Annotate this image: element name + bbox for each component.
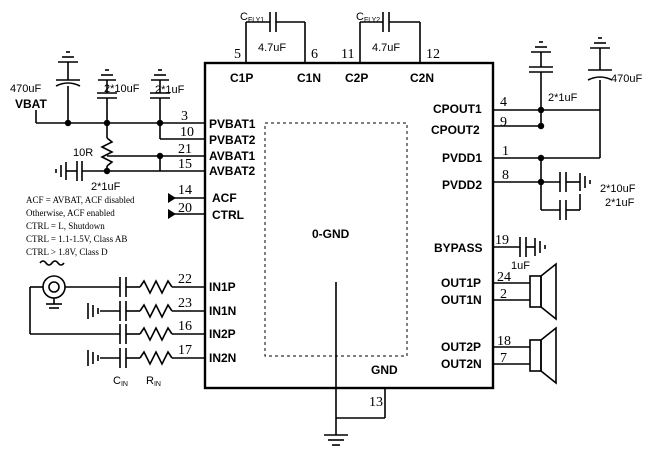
speaker-2: [493, 326, 557, 385]
cap-2x10uf-value: 2*10uF: [104, 83, 140, 95]
vbat-label: VBAT: [15, 97, 47, 111]
cfly1-name: CFLY1: [240, 11, 264, 24]
avbat-cap-value: 2*1uF: [91, 181, 121, 193]
pin-label-avbat2: AVBAT2: [209, 164, 256, 178]
pin-num-5: 5: [234, 47, 241, 62]
pin-num-16: 16: [178, 319, 192, 334]
pin-label-out2p: OUT2P: [441, 340, 481, 354]
acf-ctrl-inputs: [168, 193, 205, 219]
pin-num-11: 11: [341, 47, 354, 62]
pwm-waveform-icon: [39, 260, 65, 266]
pin-label-cpout2: CPOUT2: [431, 123, 480, 137]
pin-label-out2n: OUT2N: [441, 357, 482, 371]
audio-source: [29, 275, 120, 335]
pin-num-1: 1: [502, 144, 509, 159]
cfly1-value: 4.7uF: [258, 42, 286, 54]
pin-num-15: 15: [178, 157, 192, 172]
pin-num-20: 20: [178, 201, 192, 216]
input-network-in1p: [119, 277, 205, 297]
pin-label-avbat1: AVBAT1: [209, 149, 256, 163]
pin-label-cpout1: CPOUT1: [433, 102, 482, 116]
chip-center-label: 0-GND: [312, 227, 350, 241]
input-network-in1n: [87, 301, 205, 321]
pin-num-13: 13: [369, 395, 383, 410]
vbat-network: [35, 51, 205, 181]
cin-label: CIN: [113, 375, 128, 388]
bypass-cap-value: 1uF: [511, 260, 530, 272]
chip-body: [203, 61, 495, 390]
pin-num-22: 22: [178, 272, 192, 287]
cap-2x1uf-value: 2*1uF: [155, 84, 185, 96]
pin-num-4: 4: [500, 95, 507, 110]
pin-label-in2p: IN2P: [209, 327, 236, 341]
cfly2-name: CFLY2: [356, 11, 380, 24]
pin-label-in2n: IN2N: [209, 351, 236, 365]
pin-label-c2p: C2P: [345, 71, 368, 85]
pin-num-10: 10: [180, 125, 194, 140]
pin-label-pvdd2: PVDD2: [442, 178, 482, 192]
note-ctrl-class-d: CTRL > 1.8V, Class D: [26, 247, 108, 257]
cfly1-capacitor: [245, 12, 306, 63]
pin-label-pvdd1: PVDD1: [442, 151, 482, 165]
pin-label-in1p: IN1P: [209, 280, 236, 294]
pin-num-21: 21: [178, 142, 192, 157]
pin-num-12: 12: [426, 47, 440, 62]
vbat-cap-value: 470uF: [10, 83, 41, 95]
pin-label-in1n: IN1N: [209, 304, 236, 318]
cfly2-capacitor: [359, 12, 421, 63]
pin-label-out1n: OUT1N: [441, 293, 482, 307]
cpout-network: [493, 37, 613, 127]
pin-num-23: 23: [178, 296, 192, 311]
pin-num-9: 9: [500, 115, 507, 130]
cfly2-value: 4.7uF: [372, 42, 400, 54]
cpout-cap-value: 2*1uF: [548, 92, 578, 104]
pvdd-cap-a-value: 2*10uF: [600, 183, 636, 195]
note-acf-disabled: ACF = AVBAT, ACF disabled: [26, 195, 135, 205]
bypass-cap: [493, 237, 546, 257]
pvdd-cap-b-value: 2*1uF: [605, 197, 635, 209]
pin-label-c1n: C1N: [297, 71, 321, 85]
pin-label-out1p: OUT1P: [441, 276, 481, 290]
pin-label-ctrl: CTRL: [212, 208, 244, 222]
pvdd-network: [493, 110, 601, 220]
pin-num-7: 7: [500, 351, 507, 366]
pin-num-6: 6: [311, 47, 318, 62]
note-ctrl-shutdown: CTRL = L, Shutdown: [26, 221, 105, 231]
pin-num-24: 24: [497, 270, 511, 285]
bottom-ground: [324, 388, 386, 446]
pin-label-pvbat2: PVBAT2: [209, 133, 256, 147]
input-network-in2n: [87, 348, 205, 368]
pin-label-bypass: BYPASS: [434, 241, 482, 255]
note-acf-enabled: Otherwise, ACF enabled: [26, 208, 115, 218]
input-network-in2p: [119, 324, 205, 344]
chip-gnd-label: GND: [371, 363, 398, 377]
resistor-10r-value: 10R: [73, 147, 93, 159]
pin-num-3: 3: [181, 109, 188, 124]
pin-num-18: 18: [497, 334, 511, 349]
speaker-1: [493, 262, 557, 321]
pin-label-c1p: C1P: [230, 71, 253, 85]
rin-label: RIN: [146, 375, 161, 388]
pin-label-c2n: C2N: [410, 71, 434, 85]
note-ctrl-class-ab: CTRL = 1.1-1.5V, Class AB: [26, 234, 127, 244]
pin-num-2: 2: [500, 287, 507, 302]
pin-label-pvbat1: PVBAT1: [209, 117, 256, 131]
pin-num-17: 17: [178, 343, 192, 358]
pin-num-8: 8: [502, 168, 509, 183]
pin-num-19: 19: [495, 233, 509, 248]
cpout-cap-470-value: 470uF: [611, 73, 642, 85]
pin-num-14: 14: [178, 183, 192, 198]
pin-label-acf: ACF: [212, 191, 237, 205]
